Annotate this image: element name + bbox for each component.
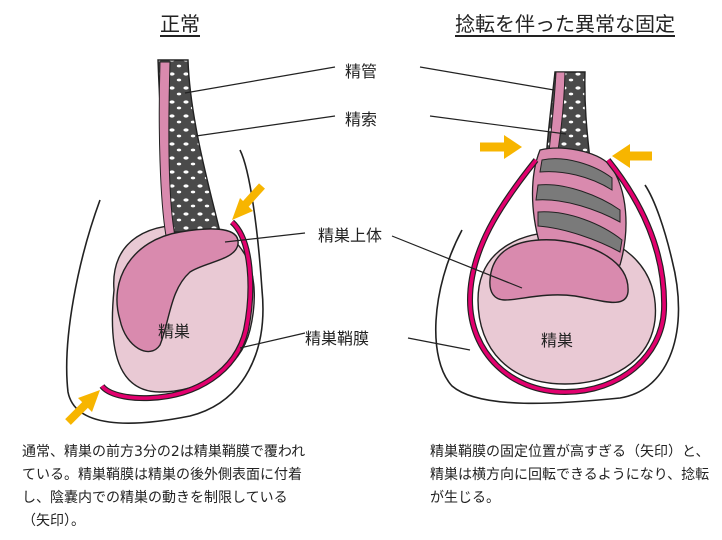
title-abnormal: 捻転を伴った異常な固定 [455, 12, 675, 36]
normal-illustration [65, 59, 265, 425]
scrotum-outline-left [65, 149, 264, 424]
title-normal: 正常 [160, 12, 200, 36]
arrow-bottom-left [65, 390, 100, 425]
arrow-right-right-side [612, 144, 652, 168]
label-testis-right: 精巣 [541, 331, 574, 350]
label-epididymis: 精巣上体 [318, 226, 383, 245]
epididymis-left [116, 228, 239, 353]
caption-abnormal: 精巣鞘膜の固定位置が高すぎる（矢印）と、精巣は横方向に回転できるようになり、捻転… [430, 444, 710, 506]
caption-normal: 通常、精巣の前方3分の2は精巣鞘膜で覆われている。精巣鞘膜は精巣の後外側表面に付… [22, 444, 306, 529]
arrow-top-left [232, 183, 265, 220]
arrow-right-left-side [480, 135, 522, 159]
label-tunica-vaginalis: 精巣鞘膜 [305, 329, 370, 348]
epididymis-right [489, 239, 629, 304]
label-vas-deferens: 精管 [345, 62, 378, 81]
twisted-cord [531, 147, 627, 268]
abnormal-illustration [434, 71, 680, 405]
leader-lines [184, 66, 567, 351]
label-testis-left: 精巣 [158, 322, 191, 341]
scrotum-outline-right [434, 184, 680, 405]
label-spermatic-cord: 精索 [345, 110, 378, 129]
